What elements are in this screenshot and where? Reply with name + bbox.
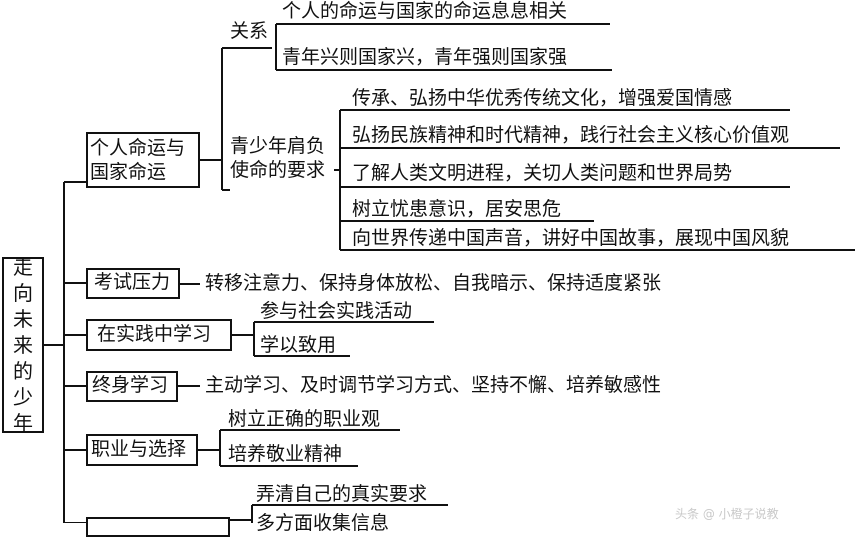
requirement-item: 传承、弘扬中华优秀传统文化，增强爱国情感 — [352, 87, 733, 109]
branch6-item: 多方面收集信息 — [256, 512, 390, 534]
branch-career-choice — [86, 434, 198, 466]
branch3-label: 在实践中学习 — [97, 323, 212, 345]
requirement-item: 向世界传递中国声音，讲好中国故事，展现中国风貌 — [352, 227, 790, 249]
branch3-item: 学以致用 — [260, 334, 337, 356]
requirement-item: 了解人类文明进程，关切人类问题和世界局势 — [352, 162, 733, 184]
root-char: 未 — [13, 307, 33, 331]
connector-lines — [44, 23, 855, 523]
root-char: 的 — [13, 359, 33, 383]
root-char: 少 — [13, 385, 33, 409]
branch-exam-pressure — [86, 268, 180, 299]
branch3-item: 参与社会实践活动 — [260, 300, 413, 322]
branch5-item: 树立正确的职业观 — [228, 408, 381, 430]
branch5-label: 职业与选择 — [91, 438, 187, 460]
relation-item: 个人的命运与国家的命运息息相关 — [282, 0, 568, 22]
root-char: 走 — [13, 255, 33, 279]
relation-item: 青年兴则国家兴，青年强则国家强 — [282, 46, 568, 68]
branch-personal-national-fate — [86, 132, 200, 188]
branch-partial-box — [86, 517, 230, 537]
watermark: 头条 @ 小橙子说教 — [675, 507, 779, 521]
root-char: 来 — [13, 333, 33, 357]
requirement-item: 弘扬民族精神和时代精神，践行社会主义核心价值观 — [352, 124, 790, 146]
branch5-item: 培养敬业精神 — [228, 443, 343, 465]
root-char: 年 — [13, 411, 33, 435]
requirement-item: 树立忧患意识，居安思危 — [352, 198, 562, 220]
requirements-label-line2: 使命的要求 — [230, 159, 326, 181]
relation-label: 关系 — [230, 20, 269, 42]
branch-learning-in-practice — [86, 319, 232, 351]
requirements-label-line1: 青少年肩负 — [230, 135, 326, 157]
branch2-label: 考试压力 — [94, 271, 171, 293]
branch6-item: 弄清自己的真实要求 — [256, 483, 428, 505]
branch2-text: 转移注意力、保持身体放松、自我暗示、保持适度紧张 — [205, 272, 662, 294]
branch1-label-line2: 国家命运 — [90, 161, 167, 183]
branch-lifelong-learning — [86, 371, 178, 402]
root-char: 向 — [13, 281, 33, 305]
root-node: 走 向 未 来 的 少 年 — [2, 255, 44, 435]
branch4-text: 主动学习、及时调节学习方式、坚持不懈、培养敏感性 — [205, 374, 662, 396]
branch1-label-line1: 个人命运与 — [90, 137, 186, 159]
branch4-label: 终身学习 — [92, 374, 169, 396]
